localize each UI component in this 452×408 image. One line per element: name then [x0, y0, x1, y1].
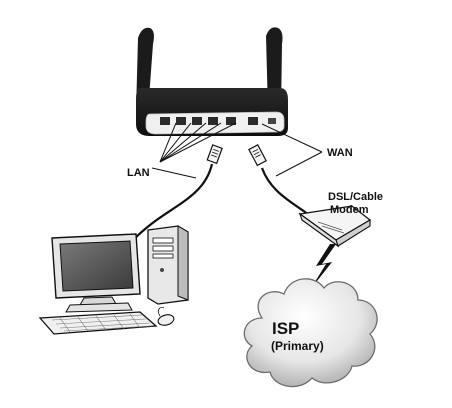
lan-label: LAN — [127, 167, 150, 179]
router — [136, 27, 288, 136]
isp-label-primary: (Primary) — [271, 339, 324, 353]
wan-pointer-lines — [261, 123, 323, 177]
pc-tower-icon — [147, 225, 189, 305]
isp-cloud-icon — [243, 278, 378, 388]
mouse-icon — [157, 307, 175, 326]
ethernet-plug-wan-icon — [248, 144, 267, 167]
computer — [38, 225, 189, 335]
router-ports — [160, 117, 276, 125]
modem-label-line2: Modem — [330, 204, 369, 216]
modem-icon — [298, 205, 372, 248]
pc-monitor-icon — [51, 233, 141, 313]
ethernet-plug-lan-icon — [206, 144, 223, 165]
modem-label-line1: DSL/Cable — [328, 191, 383, 203]
lan-pointer-lines — [151, 122, 237, 179]
keyboard-icon — [38, 311, 158, 335]
wan-label: WAN — [327, 147, 353, 159]
isp-label: ISP — [272, 319, 299, 338]
